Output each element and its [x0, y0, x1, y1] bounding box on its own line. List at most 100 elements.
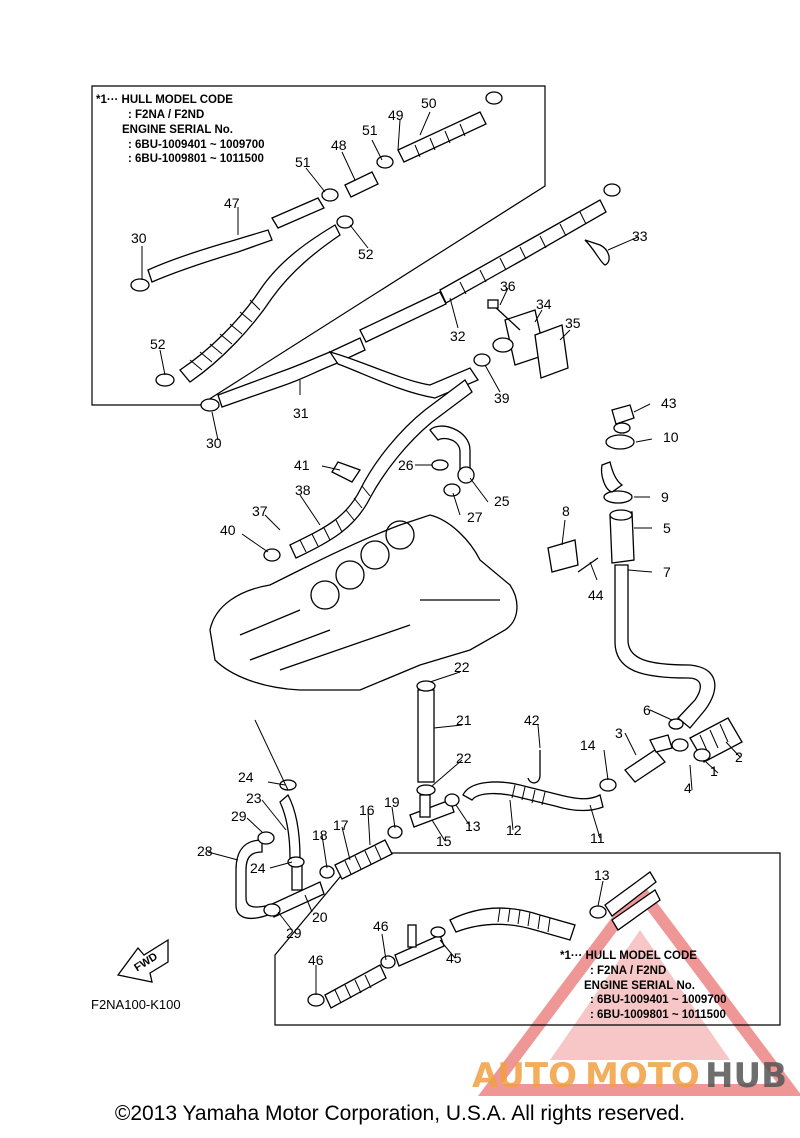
note-top-line5: : 6BU-1009801 ~ 1011500 — [128, 153, 264, 165]
callout-37: 37 — [252, 503, 268, 519]
callout-26: 26 — [398, 457, 414, 473]
callout-30-top: 30 — [131, 230, 147, 246]
clamp-29-bottom — [263, 903, 281, 917]
clamp-30-bottom — [200, 398, 220, 412]
hose-47 — [147, 197, 325, 283]
copyright-text: ©2013 Yamaha Motor Corporation, U.S.A. A… — [114, 1102, 686, 1125]
nut-10 — [605, 434, 635, 450]
callout-50: 50 — [421, 95, 437, 111]
note-top-line4: : 6BU-1009401 ~ 1009700 — [128, 139, 265, 151]
watermark-triangle-icon — [478, 880, 800, 1096]
callout-29-bottom: 29 — [286, 925, 302, 941]
clamp-14 — [599, 778, 617, 792]
callout-19: 19 — [384, 794, 400, 810]
watermark-moto: MOTO — [585, 1056, 700, 1096]
callout-39: 39 — [494, 390, 510, 406]
callout-14: 14 — [580, 737, 596, 753]
clamp-52-left — [155, 373, 175, 387]
callout-22-bottom: 22 — [456, 750, 472, 766]
callout-48: 48 — [331, 137, 347, 153]
gasket-35 — [534, 324, 569, 379]
bolt-36 — [487, 299, 521, 331]
note-bottom-line3: ENGINE SERIAL No. — [584, 980, 695, 992]
leader-lines — [141, 111, 741, 995]
callout-42: 42 — [524, 712, 540, 728]
clamp-46-right — [380, 955, 396, 969]
fitting-3 — [624, 734, 673, 783]
note-top: *1··· HULL MODEL CODE : F2NA / F2ND ENGI… — [96, 94, 265, 165]
callout-51-left: 51 — [295, 154, 311, 170]
clamp-52-right — [336, 215, 354, 229]
callout-28: 28 — [197, 843, 213, 859]
callout-5: 5 — [663, 520, 671, 536]
callout-1: 1 — [710, 763, 718, 779]
clamp-27 — [443, 483, 461, 497]
note-bottom-line1: *1··· HULL MODEL CODE — [560, 950, 697, 962]
callout-8: 8 — [562, 503, 570, 519]
callout-22-top: 22 — [454, 659, 470, 675]
callout-43: 43 — [661, 395, 677, 411]
note-bottom-line2: : F2NA / F2ND — [590, 965, 666, 977]
callout-46-right: 46 — [373, 918, 389, 934]
oring-9 — [600, 461, 633, 504]
variant-box-top — [91, 85, 546, 406]
clamp-26 — [431, 459, 449, 471]
hose-32 — [359, 199, 607, 343]
callout-9: 9 — [661, 489, 669, 505]
callout-35: 35 — [565, 315, 581, 331]
callout-38: 38 — [295, 482, 311, 498]
clamp-22-bottom — [416, 784, 436, 796]
engine-block — [209, 514, 518, 691]
watermark-hub: HUB — [705, 1056, 787, 1096]
fitting-48 — [344, 171, 379, 198]
callout-30-bottom: 30 — [206, 435, 222, 451]
flange-34 — [492, 309, 546, 366]
fwd-arrow-icon: FWD — [116, 938, 169, 983]
callout-52-left: 52 — [150, 336, 166, 352]
callout-45: 45 — [446, 950, 462, 966]
cap-43 — [611, 404, 635, 434]
clamp-6 — [668, 718, 684, 730]
callout-4: 4 — [684, 780, 692, 796]
clamp-top-end — [485, 91, 503, 105]
callout-13-bottom: 13 — [594, 867, 610, 883]
callout-16: 16 — [359, 802, 375, 818]
callout-18: 18 — [312, 827, 328, 843]
hose-46 — [324, 964, 387, 1009]
clamp-29-top — [257, 831, 275, 845]
callout-47: 47 — [224, 195, 240, 211]
callout-2: 2 — [735, 749, 743, 765]
callout-32: 32 — [450, 328, 466, 344]
clamp-13 — [444, 793, 460, 807]
clip-41 — [331, 461, 361, 483]
callout-29-top: 29 — [231, 808, 247, 824]
hose-50 — [397, 111, 487, 163]
callout-23: 23 — [246, 790, 262, 806]
bracket-8 — [547, 539, 579, 573]
callout-49: 49 — [388, 107, 404, 123]
callouts: 1 2 3 4 5 6 7 8 9 10 11 12 13 14 15 16 1… — [131, 95, 743, 968]
hose-25 — [429, 425, 475, 484]
note-top-line1: *1··· HULL MODEL CODE — [96, 94, 233, 106]
clamp-46-left — [307, 993, 325, 1007]
watermark-auto: AUTO — [472, 1056, 577, 1096]
neck-5 — [609, 509, 635, 564]
clamp-13-bottom — [589, 905, 607, 919]
callout-46-left: 46 — [308, 952, 324, 968]
callout-44: 44 — [588, 587, 604, 603]
hose-7 — [614, 564, 716, 729]
note-bottom: *1··· HULL MODEL CODE : F2NA / F2ND ENGI… — [560, 950, 727, 1021]
hook-42 — [527, 750, 541, 784]
callout-21: 21 — [456, 712, 472, 728]
callout-12: 12 — [506, 822, 522, 838]
callout-11: 11 — [590, 830, 605, 846]
clamp-1 — [693, 748, 711, 762]
callout-33: 33 — [632, 228, 648, 244]
strap-33 — [584, 239, 610, 266]
screw-44 — [577, 557, 599, 573]
note-top-line3: ENGINE SERIAL No. — [122, 124, 233, 136]
callout-36: 36 — [500, 278, 516, 294]
hose-38 — [289, 379, 473, 559]
note-top-line2: : F2NA / F2ND — [128, 109, 204, 121]
